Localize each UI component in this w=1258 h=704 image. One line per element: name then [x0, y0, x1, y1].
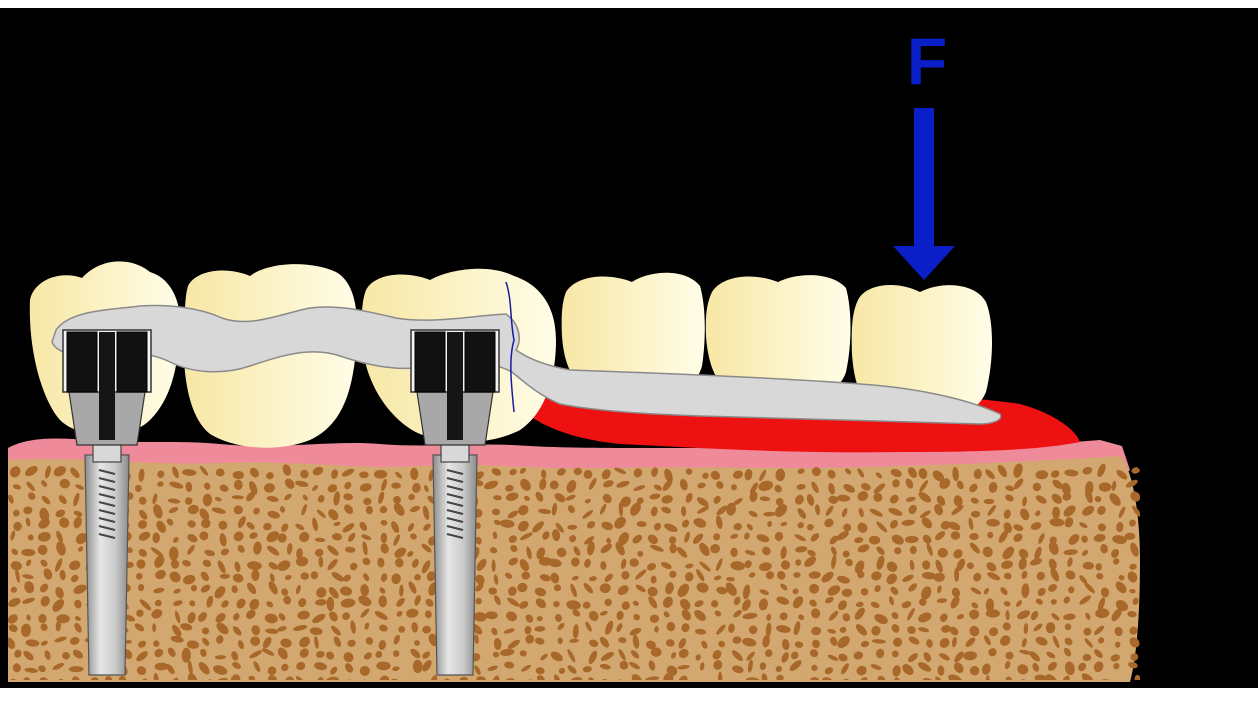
bone-fleck — [553, 601, 560, 607]
tooth-5 — [706, 275, 851, 392]
bone-fleck — [954, 568, 959, 582]
force-label: F — [907, 24, 947, 98]
bone-fleck — [986, 609, 1000, 617]
bone-fleck — [1052, 507, 1060, 519]
bone-fleck — [376, 661, 390, 670]
abutment-cap-right — [465, 332, 495, 392]
abutment-cap-left — [415, 332, 445, 392]
bone-fleck — [984, 499, 995, 504]
arrow-shaft — [914, 108, 934, 248]
bone-fleck — [971, 511, 980, 518]
abutment-screw-channel — [447, 332, 463, 440]
abutment-cap-right — [117, 332, 147, 392]
frame-top — [0, 0, 1258, 8]
bone-fleck — [381, 533, 387, 544]
abutment-cap-left — [67, 332, 97, 392]
abutment-screw-channel — [99, 332, 115, 440]
frame-bottom — [0, 688, 1258, 704]
